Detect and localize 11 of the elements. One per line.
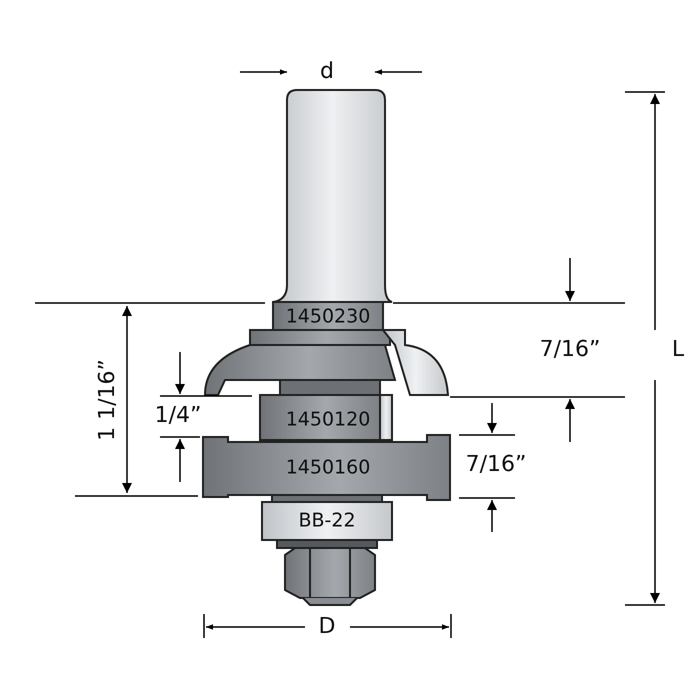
dimension-label: d <box>320 61 334 83</box>
dimension-label: L <box>672 339 684 361</box>
dimension-label: 7/16” <box>540 339 600 361</box>
dimension-label: 7/16” <box>466 454 526 476</box>
dimension-label: 1 1/16” <box>97 359 119 441</box>
dimension-label: D <box>318 616 336 638</box>
dimension-label: 1/4” <box>154 405 202 427</box>
part-number: 1450160 <box>286 458 370 478</box>
part-number: BB-22 <box>298 512 356 530</box>
part-number: 1450120 <box>286 410 370 430</box>
part-number: 1450230 <box>286 308 370 326</box>
